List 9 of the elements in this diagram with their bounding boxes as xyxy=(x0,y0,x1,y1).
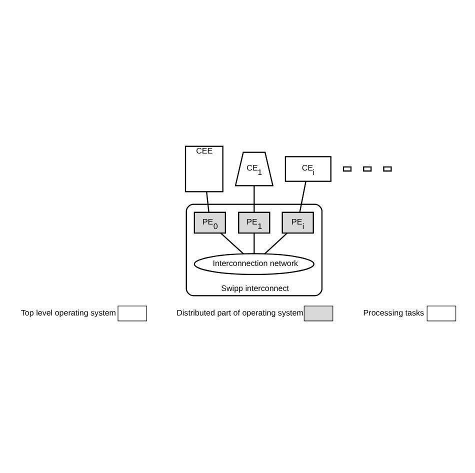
node-box xyxy=(383,166,392,172)
node-box xyxy=(342,166,352,172)
node-box xyxy=(363,166,372,172)
connector xyxy=(264,232,288,254)
connector xyxy=(254,186,255,212)
connector xyxy=(299,181,306,212)
connector xyxy=(254,233,255,254)
connector xyxy=(206,192,210,212)
connector xyxy=(220,232,244,254)
